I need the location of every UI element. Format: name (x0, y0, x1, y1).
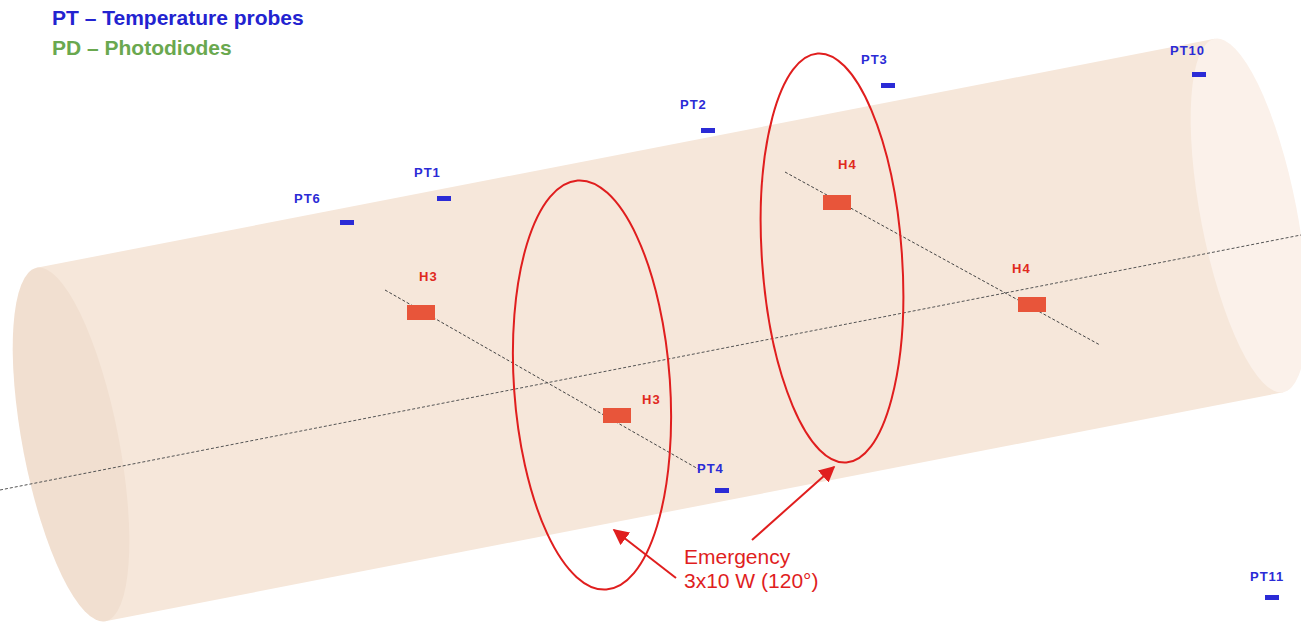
callout-arrow (752, 467, 834, 540)
emergency-ring (500, 175, 684, 595)
probe-label: PT11 (1250, 570, 1284, 585)
heater-label: H3 (642, 393, 661, 408)
probe-marker (701, 128, 715, 133)
probe-marker (1192, 72, 1206, 77)
probe-marker (715, 488, 729, 493)
probe-marker (881, 83, 895, 88)
legend-heading: PT – Temperature probes (52, 6, 304, 30)
cylinder (0, 30, 1301, 628)
probe-marker (437, 196, 451, 201)
emergency-ring (748, 49, 916, 468)
heater-label: H3 (419, 270, 438, 285)
heater-patch (407, 305, 435, 320)
probe-label: PT4 (697, 462, 724, 477)
probe-label: PT10 (1170, 44, 1205, 59)
callout-note: Emergency 3x10 W (120°) (684, 545, 829, 593)
heater-line (385, 290, 700, 470)
heater-patch (823, 195, 851, 210)
probe-marker (1265, 595, 1279, 600)
legend-heading: PD – Photodiodes (52, 36, 232, 60)
cylinder-end (0, 259, 152, 628)
heater-label: H4 (1012, 262, 1031, 277)
probe-label: PT6 (294, 192, 321, 207)
heater-line (785, 172, 1100, 345)
heater-patch (603, 408, 631, 423)
heater-label: H4 (838, 158, 857, 173)
probe-label: PT3 (861, 53, 888, 68)
probe-marker (340, 220, 354, 225)
heater-patch (1018, 297, 1046, 312)
cylinder-end (1168, 30, 1301, 402)
probe-label: PT1 (414, 166, 441, 181)
probe-label: PT2 (680, 98, 707, 113)
callout-arrow (614, 530, 676, 578)
cylinder-body (37, 39, 1284, 621)
